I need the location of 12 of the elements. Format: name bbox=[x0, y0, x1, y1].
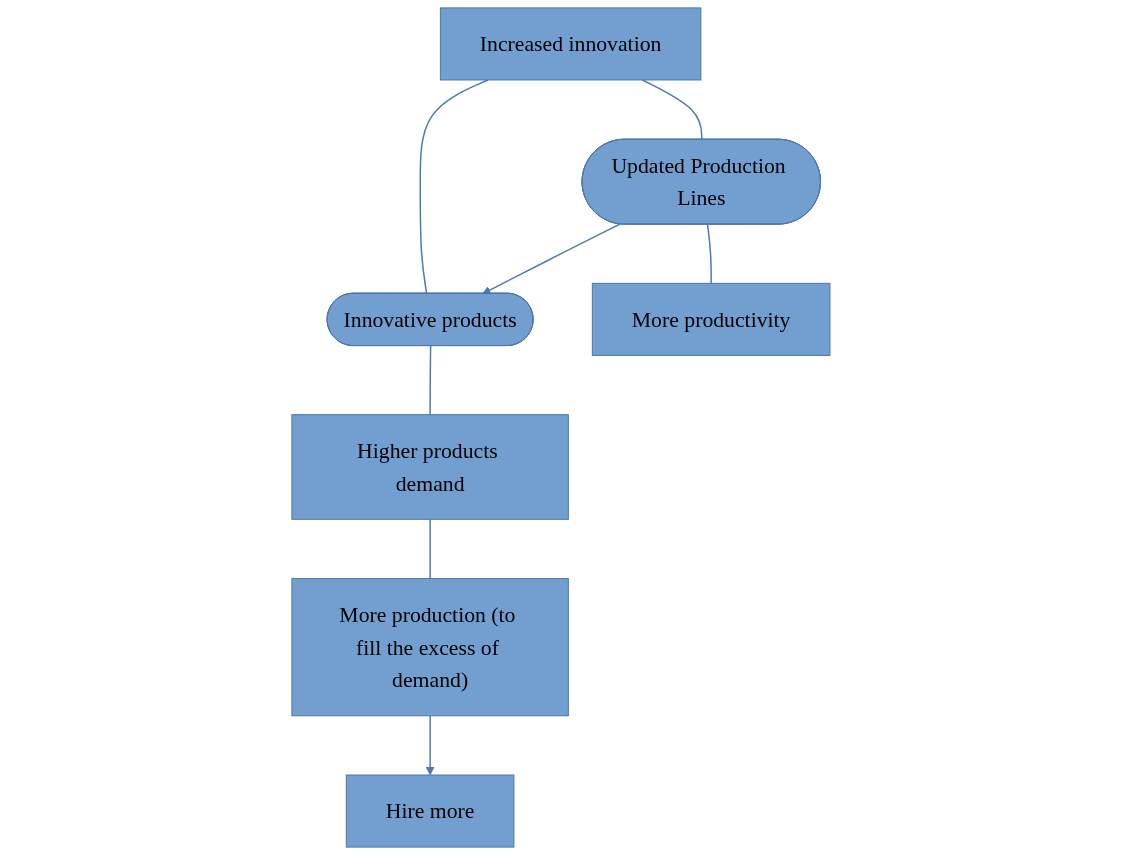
node-box: Hire more bbox=[345, 774, 515, 848]
connector bbox=[429, 518, 431, 580]
connector bbox=[706, 223, 712, 285]
node-box: More productivity bbox=[591, 282, 831, 356]
node-box: Higher products demand bbox=[291, 414, 569, 520]
node-box: More production (to fill the excess of demand) bbox=[291, 578, 569, 717]
node-box: Increased innovation bbox=[439, 7, 702, 81]
arrow bbox=[425, 715, 435, 776]
connector bbox=[429, 345, 432, 416]
connector bbox=[419, 79, 489, 295]
connector bbox=[641, 79, 703, 141]
arrow bbox=[482, 223, 621, 295]
